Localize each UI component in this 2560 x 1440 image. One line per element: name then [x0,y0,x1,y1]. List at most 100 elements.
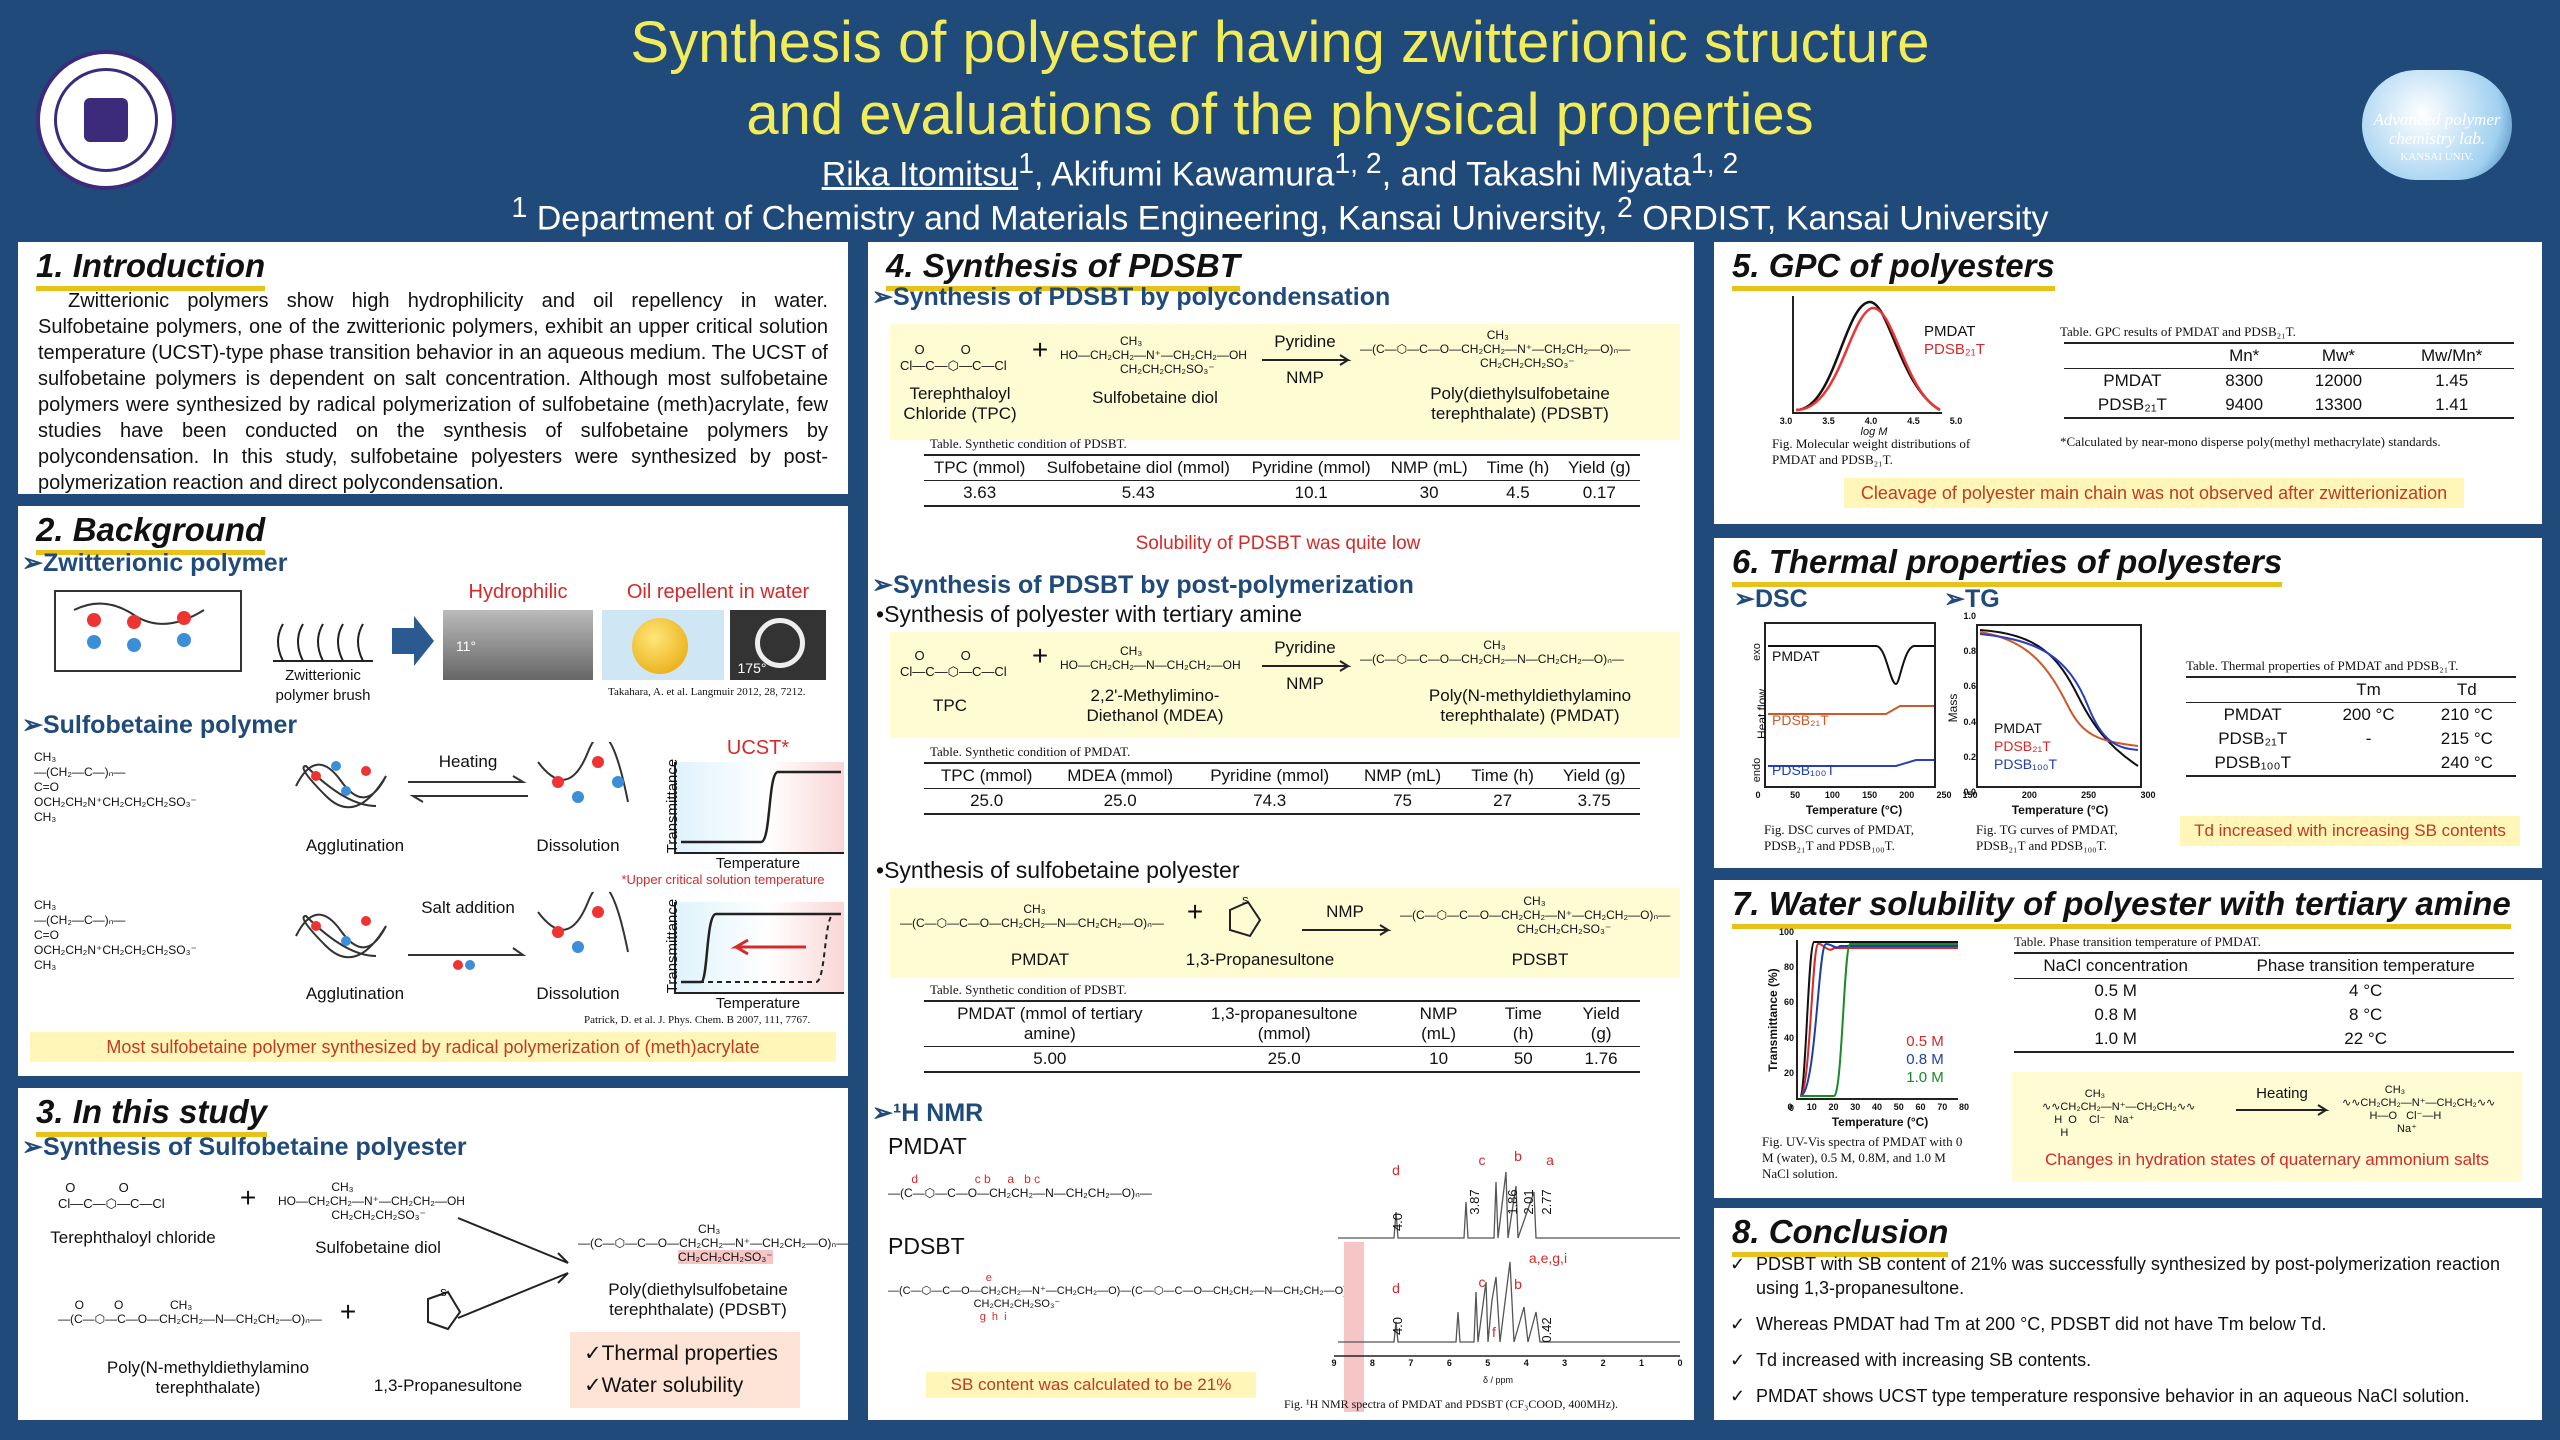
axis-tick-label: 4 [1523,1358,1529,1368]
axis-tick-label: 0.4 [1963,716,1976,727]
axis-tick-label: 30 [1850,1102,1861,1112]
agglutinated-polymer-diagram [295,913,387,959]
table-cell: 74.3 [1191,788,1349,815]
reaction-arrow-icon [2236,1104,2330,1116]
section-title: 5. GPC of polyesters [1732,246,2055,291]
axis-tick-label: 5.0 [1949,416,1963,426]
gpc-summary-banner: Cleavage of polyester main chain was not… [1844,478,2464,508]
ucst-footnote: *Upper critical solution temperature [621,872,825,887]
axis-tick-label: 100 [1778,927,1794,937]
pdsbt-label: Poly(diethylsulfobetaine terephthalate) … [608,1280,788,1319]
axis-tick-label: 250 [2081,790,2097,800]
table-header-cell: Time (h) [1456,762,1549,789]
reagent-label: Pyridine [1274,332,1336,351]
section-title: 8. Conclusion [1732,1212,1949,1257]
table-caption: Table. Thermal properties of PMDAT and P… [2186,658,2459,673]
nmr-peak-label: b [1514,1148,1522,1164]
legend-1.0m: 1.0 M [1906,1069,1944,1086]
pdsbt-label: PDSBT [1511,950,1569,969]
table-caption: Table. Synthetic condition of PDSBT. [930,982,1127,997]
axis-tick-label: 40 [1871,1102,1883,1112]
table-header-cell: Pyridine (mmol) [1191,762,1349,789]
pmdat-synthesis-table: TPC (mmol)MDEA (mmol)Pyridine (mmol)NMP … [924,762,1640,815]
legend-pdsb21t: PDSB₂₁T [1924,341,1985,358]
nmr-integral: 0.42 [1539,1317,1554,1343]
pdsbt-product-structure: CH₃—(C—⬡—C—O—CH₂CH₂—N⁺—CH₂CH₂—O)ₙ— CH₂CH… [578,1222,849,1264]
nmr-integral: 2.77 [1539,1189,1554,1215]
propanesultone-label: 1,3-Propanesultone [373,1376,523,1395]
axis-tick-label: 1.0 [1963,611,1976,621]
figure-caption: Fig. TG curves of PMDAT, PDSB₂₁T and PDS… [1976,822,2118,853]
table-header-cell: PMDAT (mmol of tertiary amine) [924,1000,1176,1047]
table-cell: 1.45 [2435,370,2469,390]
section-title: 3. In this study [36,1092,268,1137]
sb-diol-label: Sulfobetaine diol [315,1238,441,1257]
axis-tick-label: 9 [1331,1358,1337,1368]
table-cell: PMDAT [2103,370,2162,390]
nmr-integral: 4.0 [1390,1212,1405,1232]
table-caption: Table. Phase transition temperature of P… [2014,934,2261,949]
axis-tick-label: 80 [1783,962,1794,973]
propanesultone-structure: S [1229,896,1262,938]
subheading: ➢DSC [1734,585,1808,613]
axis-tick-label: 80 [1958,1102,1970,1112]
table-cell: 8 °C [2349,1004,2383,1024]
dsc-x-label: Temperature (°C) [1805,803,1903,817]
conclusion-panel: 8. Conclusion PDSBT with SB content of 2… [1714,1208,2542,1420]
subheading: ➢Sulfobetaine polymer [22,711,298,739]
conclusion-item: PMDAT shows UCST type temperature respon… [1730,1384,2526,1408]
subheading: ➢Synthesis of Sulfobetaine polyester [22,1133,467,1161]
axis-tick-label: 5 [1485,1358,1491,1368]
nmr-peak-label: d [1392,1280,1400,1296]
axis-tick-label: 100 [1824,790,1840,800]
axis-tick-label: 200 [2021,790,2037,800]
table-cell: 27 [1456,788,1549,815]
table-header-cell: Yield (g) [1558,454,1640,481]
solvent-label: NMP [1286,674,1324,693]
nmr-spectra-plot [1334,1171,1680,1357]
nmr-peak-label: b [1514,1276,1522,1292]
axis-tick-label: 6 [1446,1358,1452,1368]
table-header-cell: Time (h) [1477,454,1559,481]
axis-tick-label: 50 [1790,790,1801,800]
axis-tick-label: 50 [1893,1102,1904,1112]
axis-tick-label: 60 [1783,997,1794,1008]
table-header-cell [2064,342,2201,369]
axis-tick-label: 150 [1962,790,1978,800]
contact-angle-photo [443,610,593,680]
nmr-x-axis-label: δ / ppm [1482,1375,1514,1385]
axis-tick-label: 0 [1788,1103,1794,1113]
y-axis-label: Transmittance [664,758,681,854]
nmr-integral: 4.0 [1390,1316,1405,1336]
nmr-sample-label: PDSBT [888,1233,965,1259]
table-cell: 8300 [2225,370,2264,390]
axis-tick-label: 2 [1600,1358,1606,1368]
table-cell: PMDAT [2223,704,2282,724]
solvent-label: NMP [1326,902,1364,921]
ucst-label: UCST* [726,737,790,759]
equilibrium-arrows-icon [408,775,528,803]
axis-tick-label: 70 [1937,1102,1948,1112]
table-cell: PDSB₂₁T [2064,392,2201,419]
hydration-scheme: CH₃∿∿CH₂CH₂—N⁺—CH₂CH₂∿∿ H O Cl⁻ Na⁺ H He… [2012,1072,2522,1182]
plus-sign: + [239,1182,257,1213]
gpc-x-label: log M [1860,426,1888,438]
nmr-peak-label: f [1492,1324,1496,1340]
table-header-cell: MDEA (mmol) [1049,762,1192,789]
axis-tick-label: 10 [1806,1102,1817,1112]
table-row: PDSB₂₁T-215 °C [2186,727,2516,751]
nmr-integral: 3.87 [1467,1189,1482,1215]
table-cell: 25.0 [924,788,1050,815]
table-header-cell: Phase transition temperature [2217,952,2514,979]
study-goals-box: ✓Thermal properties ✓Water solubility [570,1332,800,1408]
table-caption: Table. GPC results of PMDAT and PDSB₂₁T. [2060,324,2296,339]
axis-tick-label: 150 [1862,790,1878,800]
